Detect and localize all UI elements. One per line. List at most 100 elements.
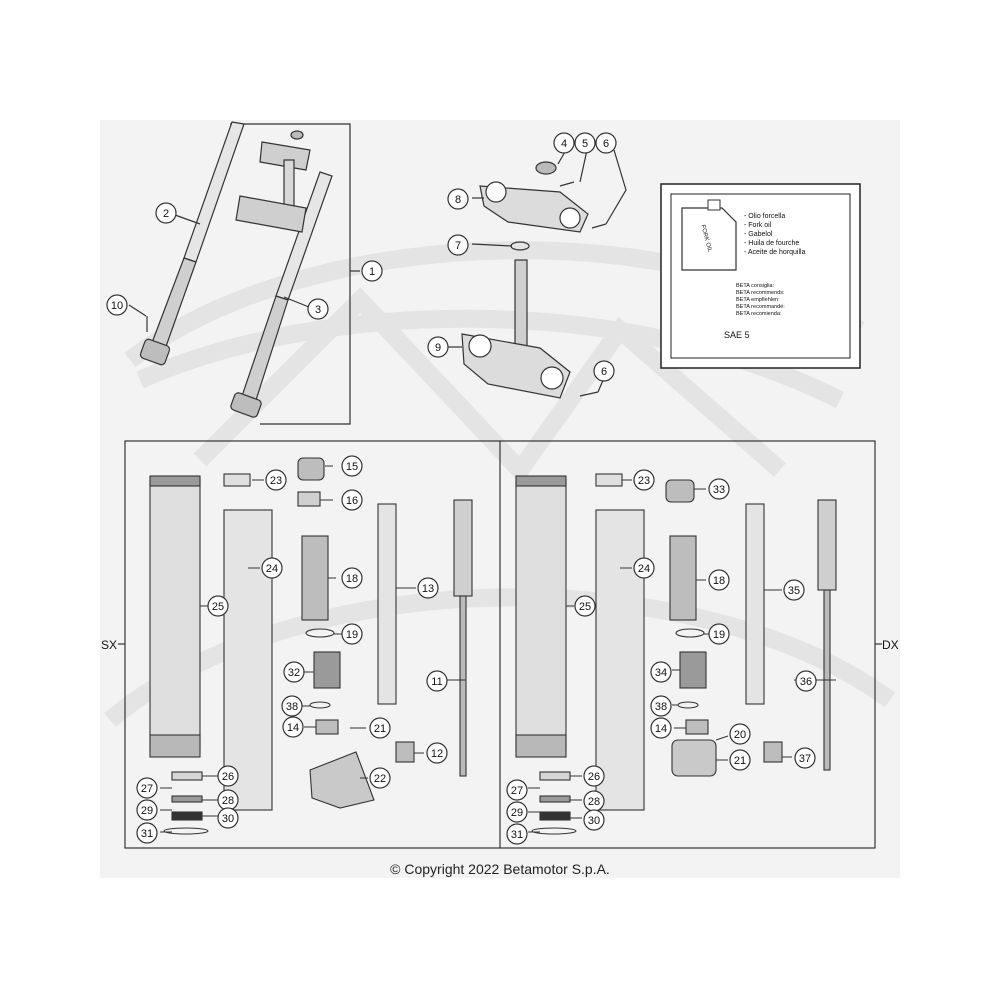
callout-circle <box>207 595 229 617</box>
callout-circle <box>783 579 805 601</box>
callout-3: 3 <box>307 298 329 320</box>
callout-28: 28 <box>583 790 605 812</box>
callout-circle <box>506 823 528 845</box>
callout-number: 11 <box>431 676 442 688</box>
callout-number: 36 <box>800 676 812 688</box>
callout-number: 25 <box>579 601 591 613</box>
ring-19-r <box>675 628 705 638</box>
fork-foot-20 <box>671 739 717 777</box>
callout-circle <box>281 695 303 717</box>
callout-circle <box>794 747 816 769</box>
oil-grade: SAE 5 <box>724 330 750 340</box>
callout-27: 27 <box>136 777 158 799</box>
part-37 <box>763 741 783 763</box>
callout-circle <box>136 822 158 844</box>
inner-tube-24 <box>223 509 273 811</box>
side-label-right: DX <box>882 638 899 652</box>
callout-5: 5 <box>574 132 596 154</box>
lower-triple-clamp <box>235 195 307 233</box>
fork-oil-box: FORK OIL - Olio forcella - Fork oil - Ga… <box>660 183 861 369</box>
axle-clamp-left <box>139 338 171 366</box>
cap-33 <box>665 479 695 503</box>
callout-23: 23 <box>633 469 655 491</box>
callout-29: 29 <box>506 801 528 823</box>
callout-27: 27 <box>506 779 528 801</box>
callout-circle <box>574 132 596 154</box>
callout-circle <box>633 469 655 491</box>
callout-number: 21 <box>734 755 746 767</box>
callout-number: 19 <box>346 629 358 641</box>
callout-number: 29 <box>511 807 523 819</box>
part-30 <box>171 811 203 821</box>
callout-circle <box>650 717 672 739</box>
callout-33: 33 <box>708 478 730 500</box>
outer-tube-25 <box>149 479 201 751</box>
callout-number: 24 <box>266 563 278 575</box>
axle-clamp-right <box>230 392 262 418</box>
recommend-0: BETA consiglia: <box>736 283 775 289</box>
bushing-23-r <box>595 473 623 487</box>
callout-number: 38 <box>655 701 667 713</box>
callout-31: 31 <box>506 823 528 845</box>
callout-number: 2 <box>163 208 169 220</box>
callout-number: 34 <box>655 667 667 679</box>
callout-number: 12 <box>431 748 443 760</box>
oil-line-4: - Aceite de horquilla <box>744 249 806 256</box>
callout-circle <box>583 765 605 787</box>
callout-29: 29 <box>136 799 158 821</box>
recommend-2: BETA empfiehlen: <box>736 297 780 303</box>
callout-number: 19 <box>713 629 725 641</box>
callout-circle <box>708 623 730 645</box>
callout-circle <box>574 595 596 617</box>
callout-circle <box>729 749 751 771</box>
callout-number: 14 <box>655 723 667 735</box>
callout-circle <box>506 801 528 823</box>
recommend-3: BETA recommandé: <box>736 304 785 310</box>
callout-circle <box>155 202 177 224</box>
part-32 <box>313 651 341 689</box>
spring-18-r <box>669 535 697 621</box>
callout-circle <box>417 577 439 599</box>
callout-circle <box>729 723 751 745</box>
callout-circle <box>261 557 283 579</box>
callout-21: 21 <box>369 717 391 739</box>
callout-34: 34 <box>650 661 672 683</box>
part-14 <box>315 719 339 735</box>
callout-number: 18 <box>713 575 725 587</box>
callout-23: 23 <box>265 469 287 491</box>
callout-35: 35 <box>783 579 805 601</box>
damper-36 <box>817 499 837 591</box>
callout-circle <box>447 188 469 210</box>
triple-clamp-group <box>448 149 627 399</box>
fork-assembly-group <box>128 121 360 425</box>
callout-circle <box>427 336 449 358</box>
callout-circle <box>106 294 128 316</box>
callout-circle <box>426 670 448 692</box>
side-label-left: SX <box>101 638 117 652</box>
oil-line-3: - Huila de fourche <box>744 240 799 247</box>
callout-number: 23 <box>270 475 282 487</box>
callout-circle <box>650 695 672 717</box>
callout-number: 6 <box>603 138 609 150</box>
callout-number: 22 <box>374 773 386 785</box>
callout-circle <box>341 489 363 511</box>
circlip-31-r <box>531 827 577 835</box>
callout-number: 15 <box>346 461 358 473</box>
callout-15: 15 <box>341 455 363 477</box>
callout-number: 10 <box>111 300 123 312</box>
callout-number: 4 <box>561 138 567 150</box>
callout-10: 10 <box>106 294 128 316</box>
callout-circle <box>708 478 730 500</box>
callout-21: 21 <box>729 749 751 771</box>
callout-circle <box>369 767 391 789</box>
callout-number: 5 <box>582 138 588 150</box>
circlip-31 <box>163 827 209 835</box>
callout-13: 13 <box>417 577 439 599</box>
oil-line-0: - Olio forcella <box>744 213 785 220</box>
callout-circle <box>136 777 158 799</box>
bushing-23 <box>223 473 251 487</box>
callout-circle <box>307 298 329 320</box>
callout-30: 30 <box>583 809 605 831</box>
callout-number: 8 <box>455 194 461 206</box>
callout-24: 24 <box>261 557 283 579</box>
